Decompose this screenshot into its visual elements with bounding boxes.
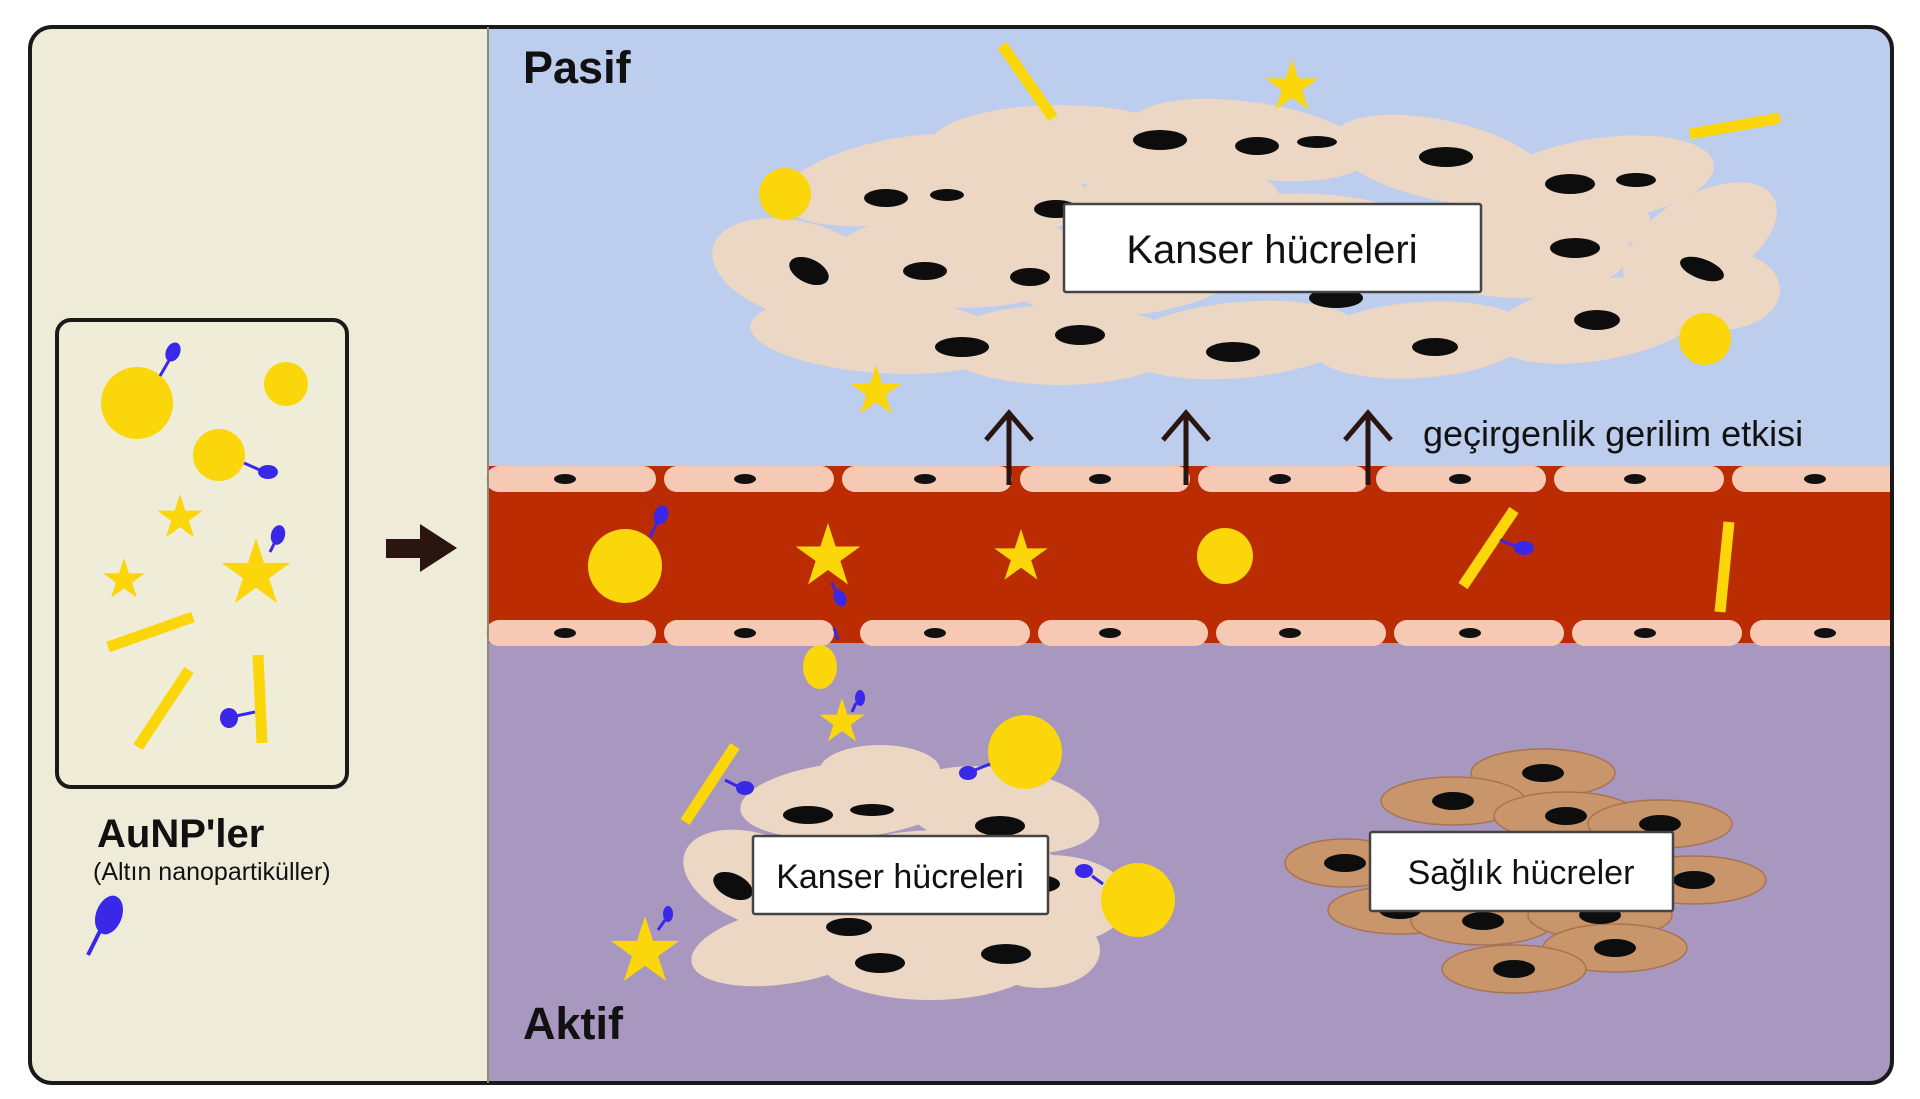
gold-nanorod [133,666,194,751]
vessel-particles [588,505,1735,613]
gold-sphere-with-ligand [101,342,181,439]
gold-sphere [1197,528,1253,584]
gold-nanorod [1714,521,1735,613]
gold-sphere-with-ligand [193,429,278,481]
gold-sphere [1679,313,1731,365]
permeability-label: geçirgenlik gerilim etkisi [1423,413,1803,454]
cancer-cells-active-label: Kanser hücreleri [776,858,1024,896]
gold-nanorod-with-ligand [680,742,754,826]
gold-nanorod [997,41,1058,122]
gold-sphere-with-ligand [959,715,1062,789]
gold-nanorod [1689,112,1781,140]
vessel-wall-bottom [486,620,1892,646]
aunp-particles [101,342,308,751]
blood-vessel [486,466,1892,646]
right-arrow-icon [386,524,457,572]
targeted-particles [610,715,1175,982]
gold-sphere [759,168,811,220]
gold-nanorod-with-ligand [1458,506,1534,590]
healthy-cells-label-box: Sağlık hücreler [1368,830,1675,913]
gold-star-with-ligand [221,525,291,604]
active-label: Aktif [523,998,624,1049]
gold-sphere-with-ligand [588,505,669,603]
ligand-icon [86,895,124,956]
cancer-cells-passive-label: Kanser hücreleri [1126,228,1417,272]
diagram-frame [28,25,1894,1085]
gold-sphere-with-ligand [1075,863,1175,937]
passive-label: Pasif [523,42,632,93]
gold-sphere [264,362,308,406]
aunp-title: AuNP'ler [97,812,264,856]
aunp-subtitle: (Altın nanopartiküller) [93,858,331,886]
healthy-cells-label: Sağlık hücreler [1408,854,1635,892]
extravasating-particles [803,627,865,742]
cancer-cells-passive-label-box: Kanser hücreleri [1062,202,1483,294]
aunp-legend: AuNP'ler (Altın nanopartiküller) [55,318,349,956]
gold-star-with-ligand [610,906,680,982]
gold-nanorod-with-ligand [220,654,268,744]
up-arrow-icon [984,409,1393,485]
cancer-cells-active-label-box: Kanser hücreleri [751,834,1050,916]
gold-star-with-ligand [795,523,861,607]
gold-nanorod [106,611,195,653]
